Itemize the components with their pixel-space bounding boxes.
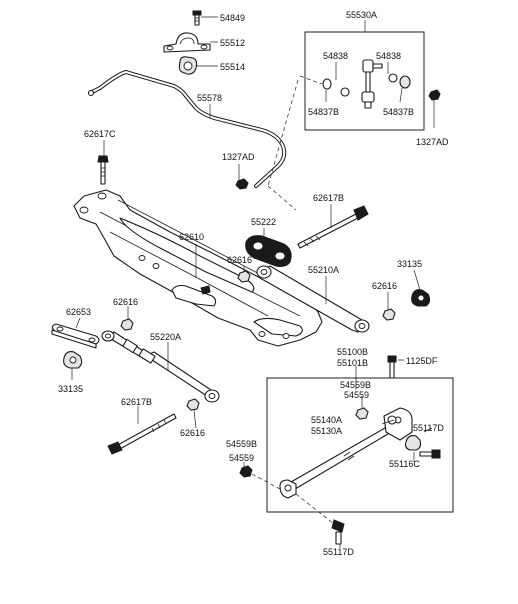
trailing-arm-55100B — [279, 407, 413, 499]
label-55116C: 55116C — [389, 459, 420, 469]
label-55130A: 55130A — [311, 426, 342, 436]
bolt-62617C — [97, 155, 109, 185]
trailing-arm-box — [266, 377, 454, 513]
label-55100B: 55100B — [337, 347, 368, 357]
label-54849: 54849 — [220, 13, 245, 23]
stabilizer-link-rod — [361, 59, 383, 109]
label-54559-upper: 54559 — [344, 390, 369, 400]
label-55220A: 55220A — [150, 332, 181, 342]
label-55117D-lower: 55117D — [323, 547, 354, 557]
label-1327AD-left: 1327AD — [222, 152, 255, 162]
label-54837B-left: 54837B — [308, 107, 339, 117]
leader-lines — [71, 16, 435, 548]
label-62610: 62610 — [179, 232, 204, 242]
label-54559-lower: 54559 — [229, 453, 254, 463]
label-62617B-upper: 62617B — [313, 193, 344, 203]
bushing-plate-55222 — [245, 235, 292, 267]
label-55530A: 55530A — [346, 10, 377, 20]
label-62616-center: 62616 — [227, 255, 252, 265]
label-62617B-lower: 62617B — [121, 397, 152, 407]
label-55140A: 55140A — [311, 415, 342, 425]
nut-1327AD-right — [428, 89, 441, 101]
lower-arm-55210A — [256, 265, 370, 333]
label-54837B-right: 54837B — [383, 107, 414, 117]
label-55117D-upper: 55117D — [413, 423, 444, 433]
bracket-55512 — [163, 32, 211, 53]
long-bolt-62617B-lower — [107, 413, 177, 455]
nut-62616-center — [237, 270, 251, 283]
label-55514: 55514 — [220, 62, 245, 72]
label-55101B: 55101B — [337, 358, 368, 368]
label-33135-right: 33135 — [397, 259, 422, 269]
bushing-33135-left — [63, 351, 83, 369]
crossmember-62610 — [73, 189, 323, 347]
bolt-55117D-lower — [331, 519, 345, 545]
bolt-1125DF — [387, 355, 397, 379]
label-55578: 55578 — [197, 93, 222, 103]
bushing-55116C — [404, 435, 422, 451]
nut-1327AD-left — [235, 178, 249, 190]
adjustable-arm-55220A — [101, 330, 220, 403]
stabilizer-link-box — [304, 31, 425, 131]
part-number-labels: 54849 55512 55514 55578 55530A 54838 548… — [58, 10, 449, 557]
nut-62616-lower — [186, 398, 200, 411]
label-62617C: 62617C — [84, 129, 116, 139]
label-54559B-upper: 54559B — [340, 380, 371, 390]
label-54559B-lower: 54559B — [226, 439, 257, 449]
nut-54559-upper — [355, 407, 369, 420]
long-bolt-62617B-upper — [297, 205, 369, 249]
bushing-55140A — [387, 415, 397, 425]
nut-54559-lower — [239, 465, 253, 478]
nut-62616-left — [120, 318, 134, 331]
plate-62653 — [51, 323, 100, 349]
bushing-55514 — [178, 56, 198, 75]
label-62616-right: 62616 — [372, 281, 397, 291]
label-54838-right: 54838 — [376, 51, 401, 61]
label-55210A: 55210A — [308, 265, 339, 275]
bolt-55117D-upper — [419, 449, 441, 459]
label-62616-lower: 62616 — [180, 428, 205, 438]
label-1327AD-right: 1327AD — [416, 137, 449, 147]
label-33135-left: 33135 — [58, 384, 83, 394]
stabilizer-bar-55578 — [87, 69, 287, 188]
label-62653: 62653 — [66, 307, 91, 317]
label-54838-left: 54838 — [323, 51, 348, 61]
label-1125DF: 1125DF — [406, 356, 438, 366]
nut-62616-right — [382, 308, 396, 321]
label-55512: 55512 — [220, 38, 245, 48]
label-55222: 55222 — [251, 217, 276, 227]
stabilizer-bar-assembly — [87, 10, 287, 190]
dashed-alignment-lines — [251, 75, 335, 525]
bolt-54849 — [192, 10, 202, 26]
label-62616-left: 62616 — [113, 297, 138, 307]
bushing-33135-right — [411, 289, 431, 307]
